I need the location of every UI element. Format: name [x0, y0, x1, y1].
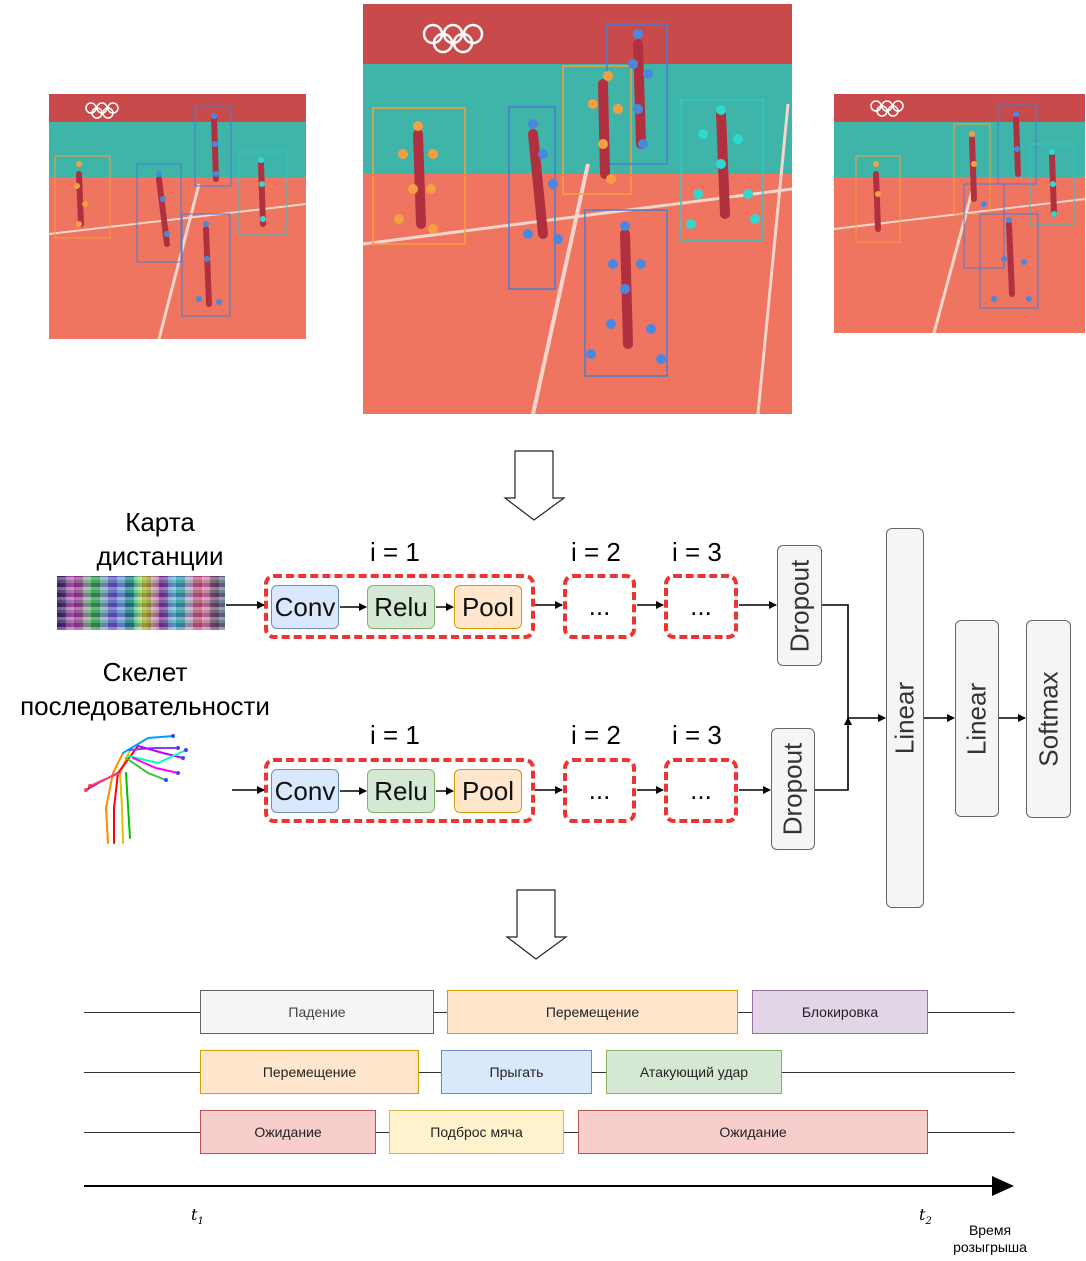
video-frame-right	[834, 94, 1085, 333]
conv-stage-3-group: ...	[664, 574, 738, 639]
relu-block: Relu	[367, 769, 435, 813]
stage-label-3: i = 3	[672, 720, 722, 750]
conv-stage-2-group: ...	[563, 758, 636, 823]
conv-stage-1-group	[264, 758, 535, 823]
skeleton-sequence-image	[84, 734, 188, 844]
dropout-block-top: Dropout	[777, 545, 822, 666]
action-segment: Ожидание	[578, 1110, 928, 1154]
down-arrow-icon	[505, 889, 568, 960]
stage-label-3: i = 3	[672, 537, 722, 567]
pool-block: Pool	[454, 585, 522, 629]
action-segment: Перемещение	[200, 1050, 419, 1094]
stage-label-2: i = 2	[571, 537, 621, 567]
relu-block: Relu	[367, 585, 435, 629]
stage-label-2: i = 2	[571, 720, 621, 750]
dropout-block-bottom: Dropout	[771, 728, 815, 850]
action-segment: Перемещение	[447, 990, 738, 1034]
linear-block-2: Linear	[955, 620, 999, 817]
action-segment: Падение	[200, 990, 434, 1034]
time-axis-arrow	[84, 1176, 1014, 1196]
action-segment: Ожидание	[200, 1110, 376, 1154]
action-segment: Прыгать	[441, 1050, 592, 1094]
time-start-label: t1	[191, 1205, 204, 1228]
down-arrow-icon	[503, 450, 566, 521]
pool-block: Pool	[454, 769, 522, 813]
video-frame-left	[49, 94, 306, 339]
conv-block: Conv	[271, 769, 339, 813]
conv-stage-2-group: ...	[563, 574, 636, 639]
distance-map-image	[57, 576, 225, 630]
conv-stage-3-group: ...	[664, 758, 738, 823]
video-frame-center	[363, 4, 792, 414]
action-segment: Блокировка	[752, 990, 928, 1034]
linear-block-1: Linear	[886, 528, 924, 908]
conv-stage-1-group	[264, 574, 535, 639]
softmax-block: Softmax	[1026, 620, 1071, 818]
stage-label-1: i = 1	[370, 537, 420, 567]
action-segment: Атакующий удар	[606, 1050, 782, 1094]
time-end-label: t2	[919, 1205, 932, 1228]
stage-label-1: i = 1	[370, 720, 420, 750]
conv-block: Conv	[271, 585, 339, 629]
action-segment: Подброс мяча	[389, 1110, 564, 1154]
